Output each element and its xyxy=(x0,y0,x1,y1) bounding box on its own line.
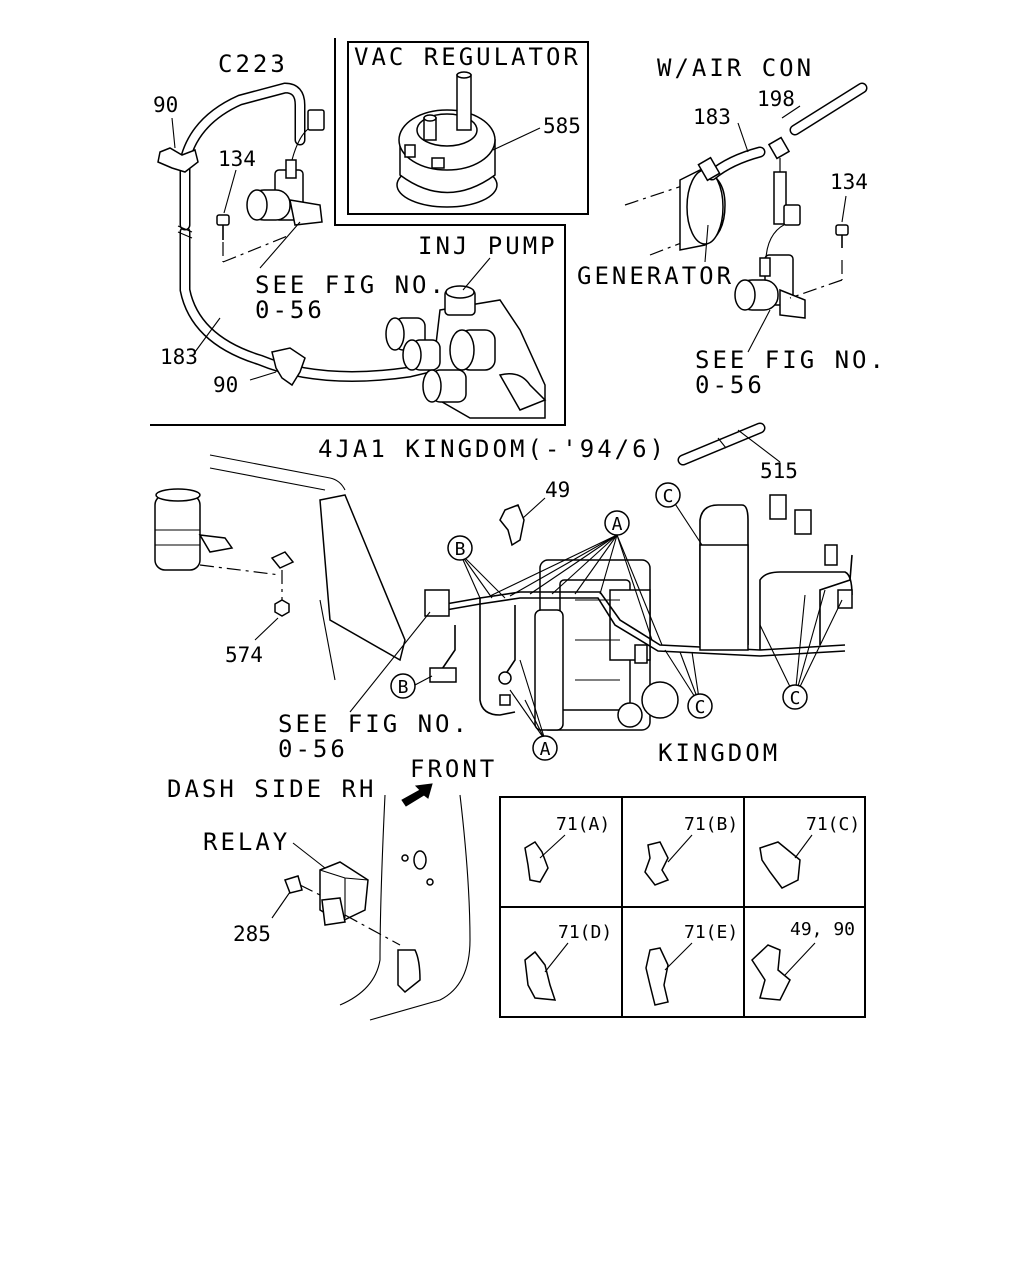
clip-71d-icon xyxy=(524,950,557,1001)
clip-table-cell-49-90: 49, 90 xyxy=(790,919,855,940)
callout-circle-c-top: C xyxy=(655,482,681,508)
label-see-fig-2: SEE FIG NO. xyxy=(695,346,887,374)
clip-49-90-icon xyxy=(751,944,791,1001)
section-title: 4JA1 KINGDOM(-'94/6) xyxy=(318,435,667,463)
svg-text:C: C xyxy=(663,486,674,507)
label-see-fig-3: SEE FIG NO. xyxy=(278,710,470,738)
clip-table-cell-71d: 71(D) xyxy=(558,922,612,943)
label-49: 49 xyxy=(545,478,570,502)
clip-table-cell-71a: 71(A) xyxy=(556,814,610,835)
label-kingdom: KINGDOM xyxy=(658,739,780,767)
wiring-harness xyxy=(424,494,853,716)
air-con-assembly xyxy=(624,82,868,353)
label-285: 285 xyxy=(233,922,271,946)
vac-regulator-frame xyxy=(347,41,589,215)
callout-circle-c-right: C xyxy=(782,684,808,710)
clip-table: 71(A) 71(B) 71(C) 71(D) 71(E) 49, 90 xyxy=(499,796,866,1018)
clip-71e-icon xyxy=(645,947,669,1006)
label-inj-pump: INJ PUMP xyxy=(418,232,558,260)
label-134-left: 134 xyxy=(218,147,256,171)
dash-side-panel xyxy=(271,794,471,1021)
callout-circle-b-top: B xyxy=(447,535,473,561)
label-198: 198 xyxy=(757,87,795,111)
c223-hose-assembly xyxy=(157,82,466,387)
inj-pump-frame xyxy=(150,38,566,426)
label-515: 515 xyxy=(760,459,798,483)
label-574: 574 xyxy=(225,643,263,667)
label-fig-1: 0-56 xyxy=(255,296,325,324)
svg-text:A: A xyxy=(612,514,623,535)
clip-table-cell-71b: 71(B) xyxy=(684,814,738,835)
clip-table-cell-71e: 71(E) xyxy=(684,922,738,943)
label-generator: GENERATOR xyxy=(577,262,734,290)
label-183-top: 183 xyxy=(693,105,731,129)
clip-table-cell-71c: 71(C) xyxy=(806,814,860,835)
label-90-bottom: 90 xyxy=(213,373,238,397)
svg-text:B: B xyxy=(398,677,409,698)
clip-49 xyxy=(499,504,525,547)
label-vac-regulator: VAC REGULATOR xyxy=(354,43,581,71)
svg-text:C: C xyxy=(695,697,706,718)
callout-circle-a-top: A xyxy=(604,510,630,536)
label-fig-2: 0-56 xyxy=(695,371,765,399)
label-fig-3: 0-56 xyxy=(278,735,348,763)
callout-circle-c-mid: C xyxy=(687,693,713,719)
front-arrow-icon xyxy=(401,783,433,807)
svg-text:C: C xyxy=(790,688,801,709)
clip-71a-icon xyxy=(524,840,549,883)
label-front: FRONT xyxy=(410,755,497,783)
label-90-top: 90 xyxy=(153,93,178,117)
clip-71b-icon xyxy=(644,841,670,886)
label-relay: RELAY xyxy=(203,828,290,856)
label-dash-side-rh: DASH SIDE RH xyxy=(167,775,376,803)
label-see-fig-1: SEE FIG NO. xyxy=(255,271,447,299)
label-134-right: 134 xyxy=(830,170,868,194)
body-panel xyxy=(154,454,406,681)
svg-text:A: A xyxy=(540,739,551,760)
vac-regulator-part xyxy=(396,71,541,208)
engine-block xyxy=(534,559,679,731)
label-585: 585 xyxy=(543,114,581,138)
callout-circle-a-bottom: A xyxy=(532,735,558,761)
callout-circle-b-left: B xyxy=(390,673,416,699)
pipe-515 xyxy=(677,422,781,466)
label-w-air-con: W/AIR CON xyxy=(657,54,814,82)
clip-71c-icon xyxy=(759,841,801,889)
label-183-bottom: 183 xyxy=(160,345,198,369)
label-c223: C223 xyxy=(218,50,288,78)
injection-pump-part xyxy=(385,257,547,419)
svg-text:B: B xyxy=(455,539,466,560)
